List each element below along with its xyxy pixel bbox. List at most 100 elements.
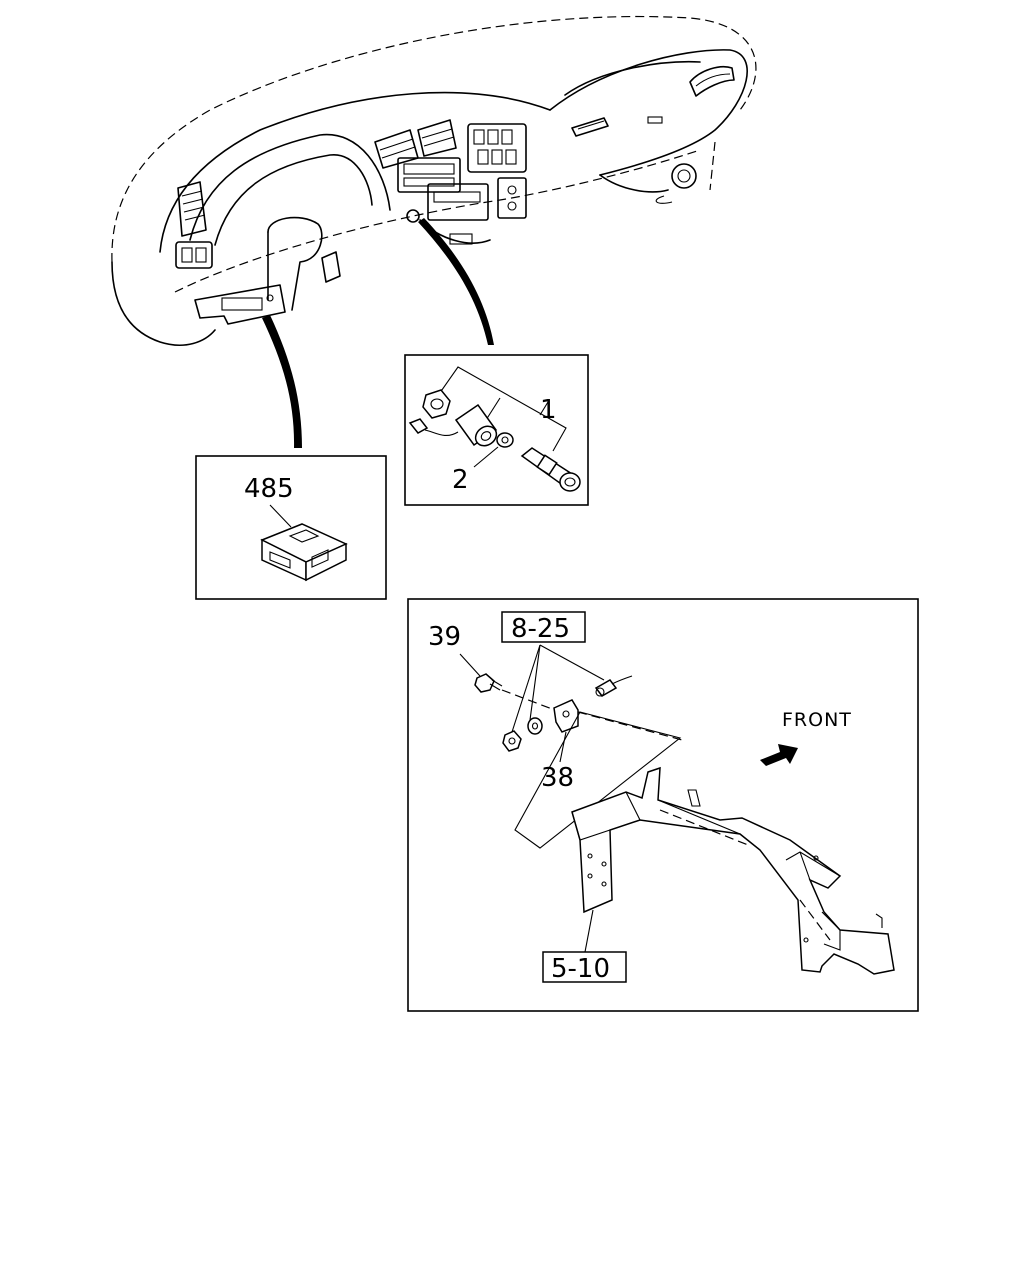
- dash-right-end: [709, 141, 716, 191]
- left-switch-a: [181, 247, 193, 263]
- frame-rail-edge: [657, 799, 761, 851]
- lower-left-screw: [266, 294, 274, 302]
- cluster-hood: [189, 133, 391, 241]
- dashboard-shell-left: [111, 261, 216, 346]
- frame-rail-dash: [659, 809, 749, 846]
- ref-8-25-box: [501, 611, 586, 643]
- body-frame-structure: [571, 766, 895, 975]
- cluster-hood-inner: [214, 154, 373, 246]
- part-2-leader: [473, 446, 499, 468]
- module-connector-port: [311, 549, 329, 568]
- cluster-switch-1: [473, 129, 485, 145]
- module-detail-box: 485: [195, 455, 387, 600]
- lighter-nut: [422, 389, 451, 419]
- left-vent: [177, 181, 207, 237]
- ground-nut-hole: [508, 737, 516, 745]
- dashboard-lower-dash: [174, 149, 701, 293]
- leader-to-lighter-detail: [418, 218, 494, 345]
- lighter-plug-collar: [536, 454, 558, 476]
- frame-lower-dash: [799, 899, 831, 941]
- dashboard-shell-inner: [159, 91, 551, 253]
- front-arrow-icon: [760, 744, 798, 766]
- cluster-switch-3: [501, 129, 513, 145]
- frame-hole-3: [601, 861, 607, 867]
- ref-8-25-leader-b: [529, 644, 541, 721]
- console-knob-2: [507, 201, 517, 211]
- ground-bolt-thread: [489, 679, 503, 691]
- part-485-leader: [269, 504, 292, 528]
- front-direction-label: FRONT: [782, 709, 852, 731]
- ground-bracket: [553, 699, 579, 733]
- callout-part-39: 39: [428, 622, 461, 652]
- callout-ref-5-10: 5-10: [551, 954, 610, 984]
- frame-detail-box: 8-25 39 38 FRONT: [407, 598, 919, 1012]
- cluster-switch-2: [487, 129, 499, 145]
- passenger-vent-right-slat: [695, 73, 731, 87]
- center-console-panel: [497, 177, 527, 219]
- lighter-socket-inner: [480, 431, 492, 441]
- dashboard-illustration: [111, 15, 757, 346]
- part-39-leader: [459, 653, 481, 677]
- center-vent-right-slats: [421, 128, 455, 147]
- lower-left-slot: [221, 297, 263, 311]
- climate-buttons: [403, 177, 455, 187]
- ref-8-25-leader-a: [511, 644, 541, 733]
- right-knob: [671, 163, 697, 189]
- radio-unit: [427, 183, 489, 221]
- ref-5-10-leader: [584, 909, 594, 953]
- frame-joint-top: [625, 791, 641, 821]
- mounting-plane: [514, 711, 682, 849]
- callout-part-38: 38: [541, 763, 574, 793]
- frame-joint-left: [571, 811, 611, 841]
- cluster-switch-5: [491, 149, 503, 165]
- center-vent-left-slats: [379, 138, 416, 159]
- lighter-plug-knob-face: [564, 477, 576, 487]
- frame-lower-tab: [875, 913, 883, 928]
- center-pocket: [449, 233, 473, 245]
- module-front-slot: [269, 551, 291, 569]
- frame-tab: [687, 789, 701, 807]
- glovebox-latch: [647, 116, 663, 124]
- ground-wire: [611, 675, 633, 685]
- lighter-plug-knob: [559, 472, 581, 492]
- ground-washer: [527, 717, 543, 735]
- left-vent-slats: [181, 190, 206, 221]
- module-detail-frame: [195, 455, 387, 600]
- climate-display: [403, 163, 455, 175]
- center-vent-right: [417, 119, 457, 157]
- frame-hole-2: [587, 873, 593, 879]
- lighter-washer-hole: [501, 436, 509, 444]
- radio-slot: [433, 191, 481, 203]
- lighter-detail-box: 1 2: [404, 354, 589, 506]
- frame-hole-4: [601, 881, 607, 887]
- frame-lower-box: [821, 911, 841, 951]
- passenger-lower-edge: [599, 174, 669, 193]
- callout-ref-8-25: 8-25: [511, 614, 570, 644]
- right-knob-center: [677, 169, 691, 183]
- passenger-vent-small: [571, 117, 609, 137]
- dashboard-outline-top: [111, 15, 757, 263]
- lighter-socket-mouth: [474, 425, 498, 447]
- steering-column: [267, 216, 323, 311]
- frame-bracket-edge: [799, 851, 811, 881]
- cluster-switch-6: [505, 149, 517, 165]
- callout-part-1: 1: [540, 395, 557, 425]
- module-label-plate: [288, 529, 320, 543]
- lighter-connector: [408, 418, 429, 434]
- lighter-wire: [424, 429, 459, 436]
- part-38-leader: [559, 731, 567, 763]
- part-1-bracket: [436, 366, 567, 452]
- lighter-nut-hole: [430, 398, 444, 410]
- left-switch-b: [195, 247, 207, 263]
- lower-left-panel: [194, 284, 286, 325]
- frame-hole-1: [587, 853, 593, 859]
- center-switch-cluster: [467, 123, 527, 173]
- passenger-vent-right: [689, 66, 735, 97]
- ground-terminal-eye: [595, 687, 605, 697]
- frame-hole-6: [803, 937, 809, 943]
- lighter-socket-location: [406, 209, 420, 223]
- dashboard-shell-right: [549, 49, 748, 176]
- left-switch-panel: [175, 241, 213, 269]
- frame-hole-5: [813, 855, 819, 861]
